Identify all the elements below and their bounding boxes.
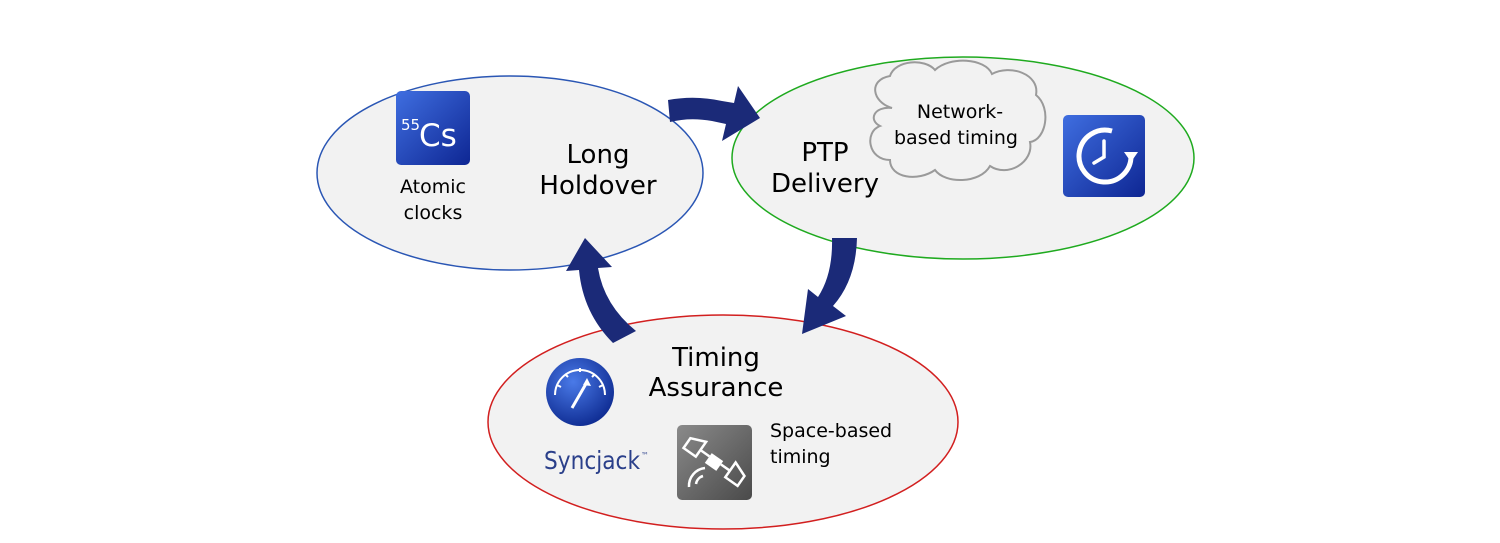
timing-assurance-node: Timing Assurance Syncjack ™ [487,314,959,530]
timing-assurance-ellipse [487,314,959,530]
cesium-icon: 55 Cs [396,91,470,165]
gauge-icon [546,358,614,426]
satellite-icon [677,425,752,500]
cesium-superscript: 55 [401,116,420,134]
long-holdover-node: 55 Cs Atomic clocks Long Holdover [316,75,704,271]
cloud-text-line2: based timing [894,127,1018,149]
atomic-caption-line2: clocks [404,202,463,224]
atomic-caption-line1: Atomic [400,176,466,198]
syncjack-brand: Syncjack [544,446,640,475]
long-holdover-title-line1: Long [567,140,630,170]
timing-title-line1: Timing [671,343,760,373]
space-caption-line1: Space-based [770,420,892,442]
cloud-icon: Network- based timing [869,59,1047,182]
arrow-timing-to-holdover [566,238,636,343]
arrow-holdover-to-ptp [668,86,760,141]
timing-title-line2: Assurance [649,373,784,403]
long-holdover-title-line2: Holdover [539,171,656,201]
cesium-symbol: Cs [419,118,457,154]
ptp-title-line1: PTP [801,138,848,168]
cloud-text-line1: Network- [917,101,1003,123]
ptp-title-line2: Delivery [771,169,879,199]
arrow-ptp-to-timing [802,238,857,334]
clock-refresh-icon [1063,115,1145,197]
syncjack-trademark: ™ [641,451,649,460]
ptp-delivery-node: PTP Delivery Network- based timing [731,56,1195,260]
space-caption-line2: timing [770,446,831,468]
